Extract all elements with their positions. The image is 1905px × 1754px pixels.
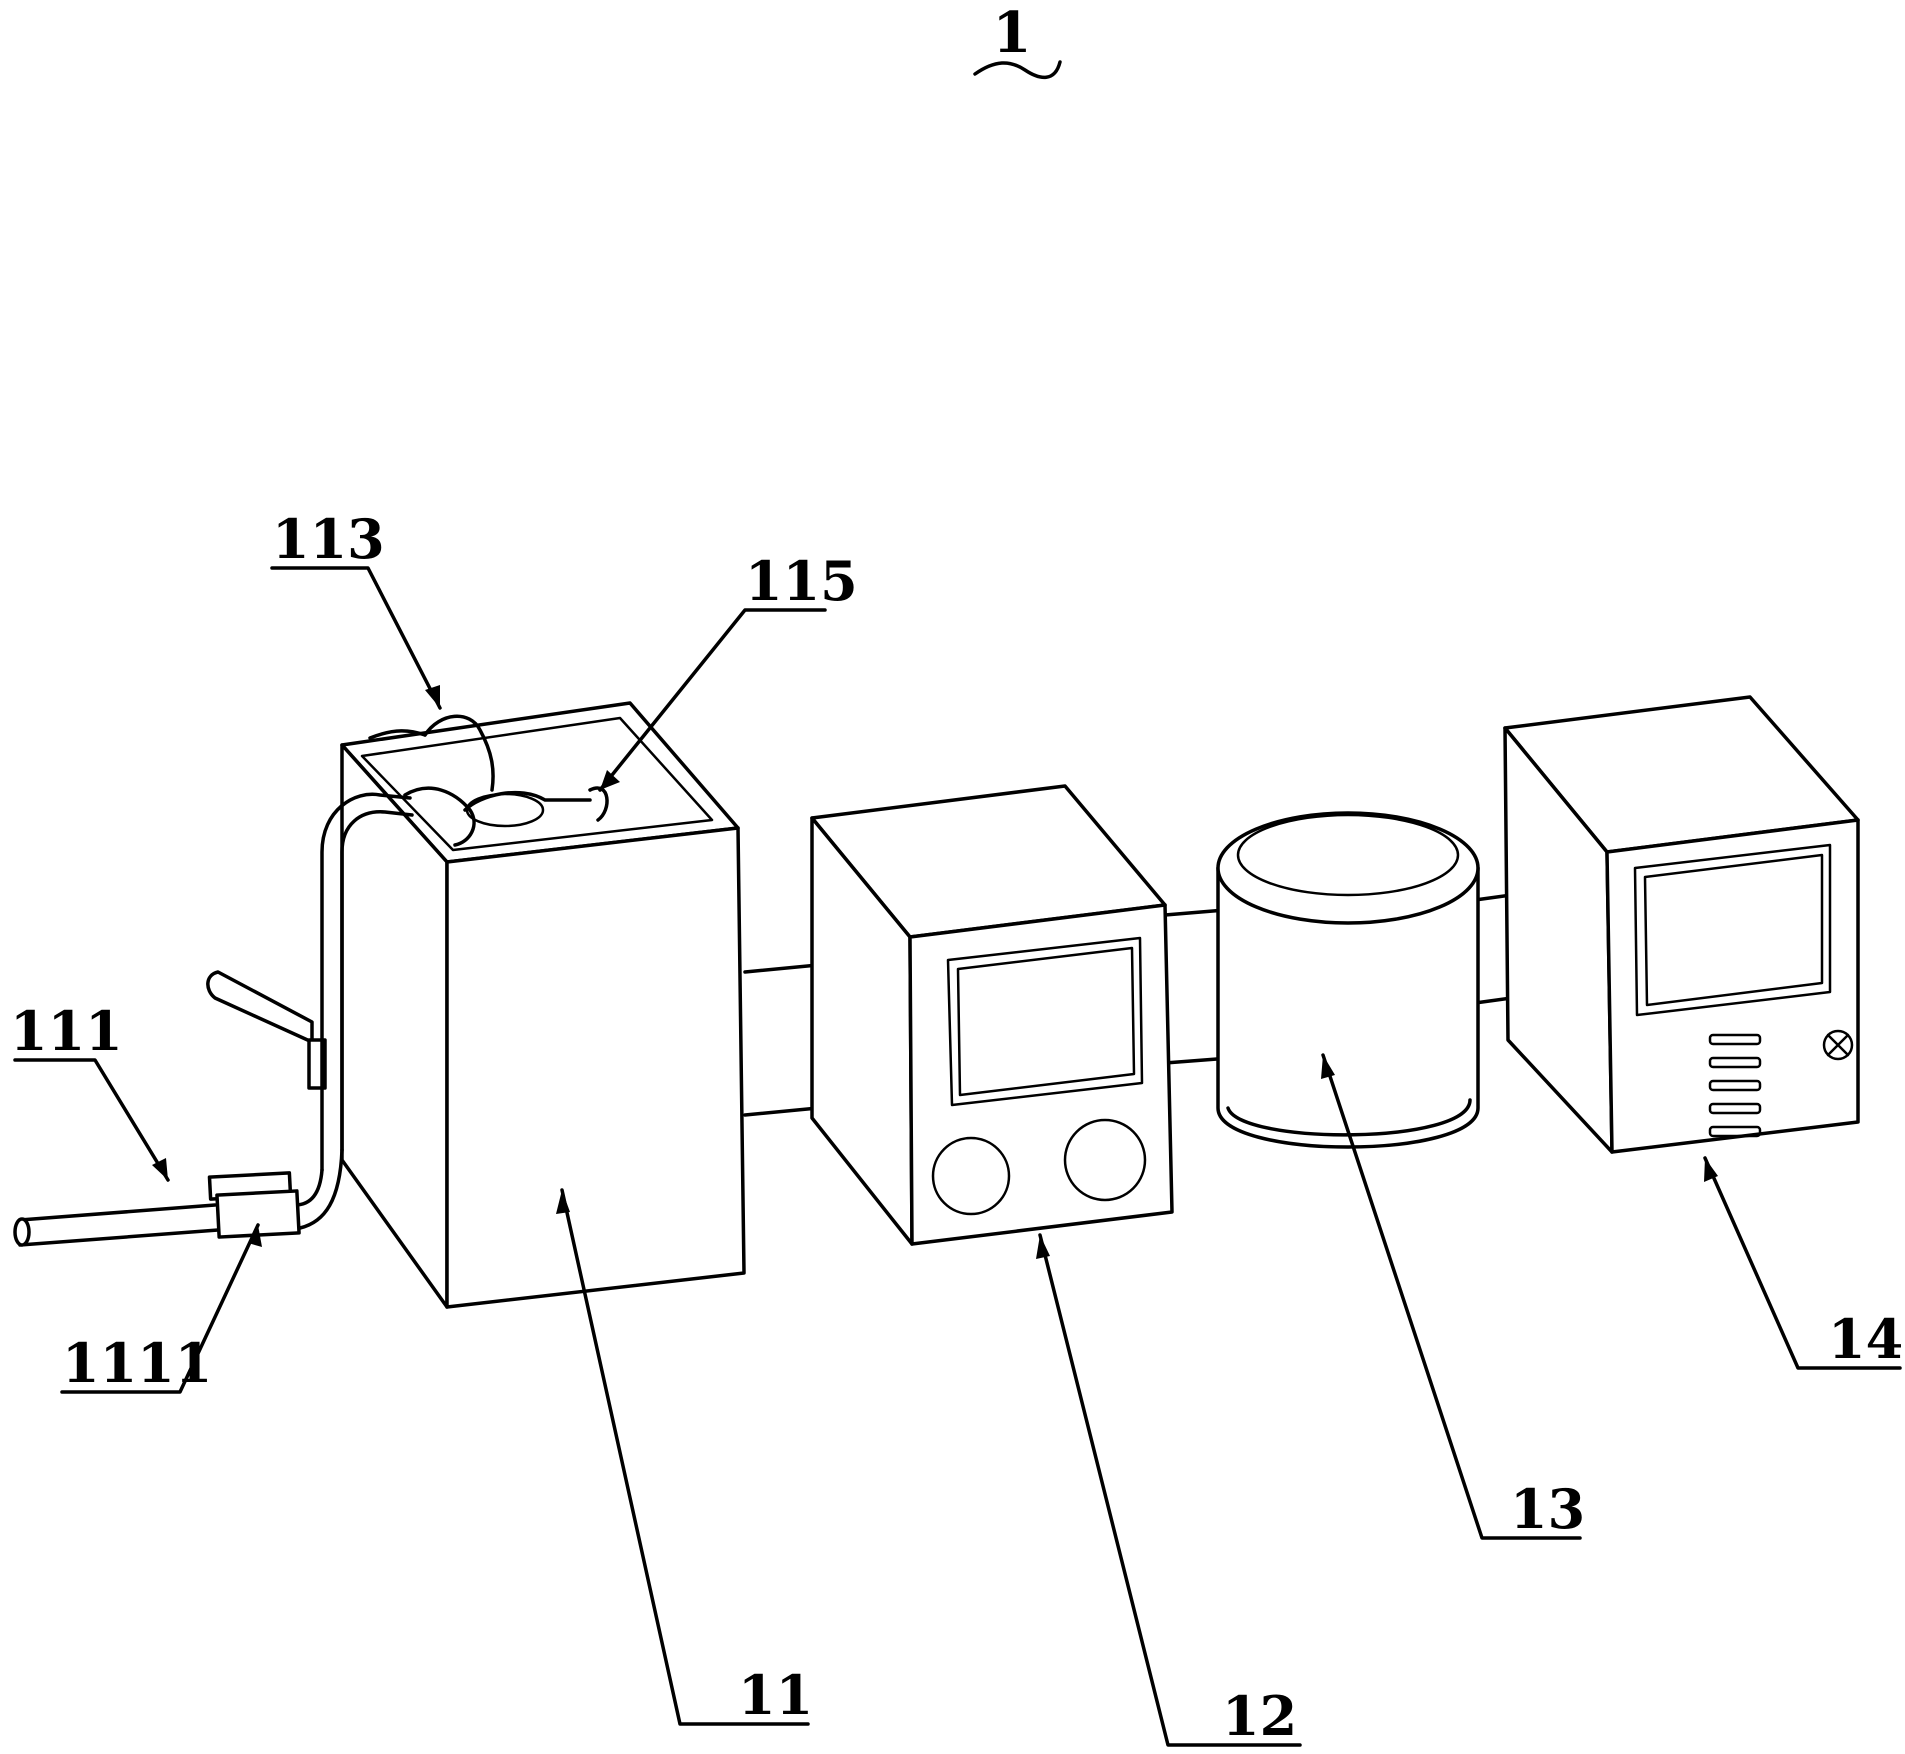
drum-body [1216,866,1480,1149]
vent-slot [1708,1102,1762,1115]
reference-labels: 113 115 111 1111 11 12 13 14 [10,507,1903,1748]
box14-lock-icon [1822,1029,1854,1061]
leader-13 [1321,1053,1582,1540]
leader-1111 [60,1223,260,1394]
pipe-113-top-link [368,729,427,740]
drum-lid [1236,813,1460,897]
nozzle-115-arm [463,790,592,812]
label-13: 13 [1510,1477,1585,1541]
leader-13-arrowhead [1321,1055,1335,1079]
leader-12 [1038,1233,1302,1747]
box14-display-outer [1633,843,1832,1017]
inlet-pipe-vertical-inner [340,810,414,1152]
box12-knob-left [931,1136,1011,1216]
leader-12-arrowhead [1036,1235,1050,1259]
vent-slot [1708,1079,1762,1092]
side-handle [206,970,314,1044]
vent-slot [1708,1056,1762,1069]
leader-115 [598,608,827,792]
pipe-111-bottom [18,1228,220,1247]
unit-11-tank [13,701,746,1309]
label-1111: 1111 [62,1331,212,1395]
tank-front-face [445,826,746,1309]
pipe-12-13-top [1163,908,1227,917]
leader-111 [13,1058,170,1182]
label-14: 14 [1828,1307,1903,1371]
pipe-113-bend [403,786,476,847]
drum-top [1216,811,1480,925]
leader-14-arrowhead [1704,1158,1718,1182]
label-115: 115 [745,549,858,613]
leader-lines [13,566,1902,1747]
label-12: 12 [1222,1684,1297,1748]
label-111: 111 [10,999,123,1063]
tank-top-inner-rim [360,716,714,852]
box12-display-inner [956,946,1136,1097]
figure-number: 1 [993,0,1032,66]
leader-111-arrowhead [152,1158,168,1180]
box12-knob-right [1063,1118,1147,1202]
figure-number-tilde [973,60,1062,79]
leader-113-arrowhead [425,685,440,708]
leader-113 [270,566,442,710]
label-11: 11 [738,1663,813,1727]
vent-slot [1708,1125,1762,1138]
box12-front-face [908,903,1174,1246]
box12-display-outer [946,936,1144,1107]
label-113: 113 [272,507,385,571]
unit-13-drum [1216,811,1480,1149]
leader-11 [560,1188,810,1726]
inlet-pipe-vertical-outer [320,792,412,1172]
leader-11-arrowhead [556,1190,570,1214]
box14-lock-mark [1826,1033,1850,1057]
box14-vent-slots [1708,1033,1762,1138]
pipe-111-end [13,1217,31,1247]
vent-slot [1708,1033,1762,1046]
leader-1111-arrowhead [248,1225,262,1247]
pipe-113-upper-loop [423,714,495,792]
drum-base-band [1226,1098,1472,1137]
nozzle-115-tip [588,786,609,822]
pipe-111-top [18,1203,217,1222]
unit-14-cabinet [1503,695,1860,1154]
inlet-elbow-inner [298,1148,344,1230]
figure-number-group: 1 [973,0,1062,79]
unit-12-control-box [810,784,1174,1246]
box14-front-face [1605,818,1860,1154]
box14-display-inner [1643,853,1824,1007]
leader-115-arrowhead [600,770,620,790]
leader-14 [1703,1156,1902,1370]
